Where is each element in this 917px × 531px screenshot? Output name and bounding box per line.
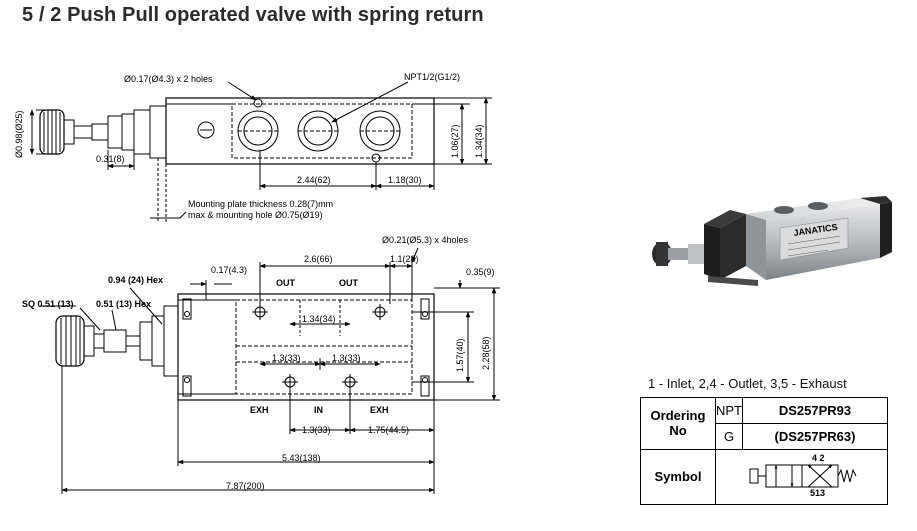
dim-1-3-c: 1.3(33) [302,425,331,435]
ordering-header: Ordering No [640,397,716,450]
dim-1-75: 1.75(44.5) [368,425,409,435]
knob-offset-label: 0.31(8) [96,154,125,164]
technical-drawing: Ø0.17(Ø4.3) x 2 holes NPT1/2(G1/2) Ø0.98… [14,72,500,494]
port-out-1: OUT [276,278,296,288]
symbol-bottom-ports: 513 [810,488,825,497]
body-height-label: 1.06(27) [450,124,460,158]
port-label: NPT1/2(G1/2) [404,72,460,82]
port-out-2: OUT [339,278,359,288]
dim-1-57: 1.57(40) [455,338,465,372]
product-photo: JANATICS [652,196,892,286]
hex-094-label: 0.94 (24) Hex [108,275,163,285]
top-view-labels: Ø0.17(Ø4.3) x 2 holes NPT1/2(G1/2) Ø0.98… [14,72,484,220]
ordering-label-2: No [669,423,687,439]
front-view-labels: Ø0.21(Ø5.3) x 4holes 2.6(66) 1.1(28) 0.1… [22,235,495,491]
front-view [40,247,500,494]
dim-1-1: 1.1(28) [390,254,419,264]
dim-2-6: 2.6(66) [304,254,333,264]
top-view [29,81,492,222]
page-title: 5 / 2 Push Pull operated valve with spri… [22,4,484,26]
symbol-cell: 4 2 [715,448,888,506]
symbol-label: Symbol [640,448,716,506]
port-exh-2: EXH [370,405,389,415]
port-in: IN [314,405,323,415]
dim-7-87: 7.87(200) [226,481,265,491]
dim-5-43: 5.43(138) [282,453,321,463]
dim-1-3-b: 1.3(33) [332,353,361,363]
port-legend: 1 - Inlet, 2,4 - Outlet, 3,5 - Exhaust [648,376,847,391]
npt-code: DS257PR93 [742,397,888,424]
total-height-label: 1.34(34) [474,124,484,158]
span-ports-label: 2.44(62) [297,175,331,185]
g-code: (DS257PR63) [742,422,888,450]
holes-label: Ø0.17(Ø4.3) x 2 holes [124,74,213,84]
span-end-label: 1.18(30) [388,175,422,185]
knob-dia-label: Ø0.98(Ø25) [14,110,24,158]
dim-2-28: 2.28(58) [481,336,491,370]
dim-1-34: 1.34(34) [302,314,336,324]
symbol-top-ports: 4 2 [812,453,825,463]
sq-051-label: SQ 0.51 (13) [22,299,74,309]
dim-1-3-a: 1.3(33) [272,353,301,363]
ordering-table: Ordering No NPT DS257PR93 G (DS257PR63) … [640,397,888,506]
front-holes-label: Ø0.21(Ø5.3) x 4holes [382,235,469,245]
dim-0-17: 0.17(4.3) [211,265,247,275]
npt-label: NPT [715,397,743,424]
g-label: G [715,422,743,450]
mount-note-2: max & mounting hole Ø0.75(Ø19) [188,210,323,220]
valve-symbol-icon: 4 2 [749,453,856,498]
ordering-label-1: Ordering [650,408,706,424]
mount-note-1: Mounting plate thickness 0.28(7)mm [188,199,333,209]
dim-0-35: 0.35(9) [466,267,495,277]
hex-051-label: 0.51 (13) Hex [96,299,151,309]
port-exh-1: EXH [250,405,269,415]
